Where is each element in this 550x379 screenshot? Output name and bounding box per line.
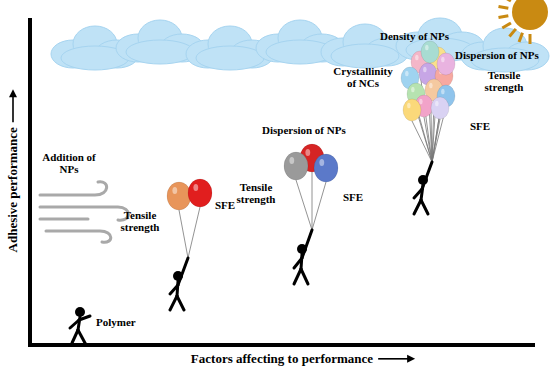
balloon-string	[179, 210, 188, 258]
balloon	[188, 179, 212, 207]
axis-title-arrow	[378, 358, 409, 360]
figure-limb	[79, 316, 90, 320]
balloon	[167, 182, 191, 210]
factor-label: SFE	[470, 121, 490, 133]
figure-limb	[414, 200, 421, 214]
factor-label: SFE	[215, 200, 235, 212]
figure-limb	[302, 230, 312, 258]
figure-head	[75, 307, 85, 317]
balloon-shine	[172, 187, 177, 194]
wind-line	[40, 218, 88, 221]
balloon	[437, 53, 455, 75]
cloud	[196, 46, 264, 70]
balloon-shine	[289, 157, 294, 164]
balloon-bunch	[284, 144, 338, 230]
factor-label: Dispersion of NPs	[262, 125, 346, 137]
figure-limb	[294, 269, 301, 284]
balloon-bunch	[167, 179, 212, 258]
figure-limb	[294, 258, 302, 268]
factor-label: Crystallinity of NCs	[328, 66, 398, 89]
axis-title-arrowhead	[9, 89, 17, 97]
sun-ray	[509, 29, 515, 37]
stick-figure	[414, 162, 432, 214]
sun-disc	[512, 0, 548, 30]
figure-limb	[70, 320, 79, 328]
balloon-shine	[425, 45, 429, 51]
balloon-shine	[405, 71, 409, 77]
figure-limb	[170, 285, 178, 294]
balloon-string	[424, 117, 432, 162]
figure-limb	[301, 269, 308, 284]
factor-label: Tensile strength	[230, 182, 282, 205]
balloon-shine	[415, 55, 419, 61]
balloon-shine	[435, 101, 439, 107]
sun-ray	[502, 0, 511, 1]
factor-label: SFE	[343, 192, 363, 204]
balloon-string	[296, 180, 312, 230]
sun-ray	[498, 6, 508, 8]
factor-label: Dispersion of NPs	[455, 50, 539, 62]
figure-limb	[178, 258, 188, 285]
stick-figure	[294, 230, 312, 284]
balloon-shine	[407, 103, 411, 109]
cloud	[331, 44, 399, 68]
figure-limb	[414, 189, 422, 198]
figure-limb	[177, 296, 184, 310]
axis-title: Adhesive performance	[6, 127, 20, 252]
factor-label: Tensile strength	[478, 70, 530, 93]
sun-ray	[529, 34, 532, 44]
axis-title-arrow	[12, 95, 14, 122]
balloon	[431, 97, 449, 119]
factor-label: Tensile strength	[114, 210, 166, 233]
factor-label: Polymer	[96, 317, 136, 329]
figure-limb	[421, 200, 428, 214]
axis-title: Factors affecting to performance	[191, 352, 373, 366]
sun-ray	[519, 33, 522, 42]
stick-figure	[70, 307, 90, 343]
axis-title-arrowhead	[407, 355, 415, 363]
balloon-shine	[305, 149, 310, 156]
balloon	[403, 99, 421, 121]
balloon-shine	[441, 57, 445, 63]
sun	[498, 0, 548, 44]
wind-line	[46, 231, 111, 242]
balloon-shine	[441, 89, 445, 95]
y-axis	[28, 18, 32, 347]
balloon-shine	[429, 83, 433, 89]
cloud	[126, 40, 194, 64]
wind-line	[40, 207, 129, 220]
factor-label: Density of NPs	[380, 31, 449, 43]
wind-line	[40, 182, 107, 195]
clouds	[51, 18, 549, 72]
figure-limb	[170, 296, 177, 310]
figure-limb	[78, 330, 85, 343]
balloon	[421, 41, 439, 63]
figure-limb	[422, 162, 432, 189]
balloon-shine	[193, 184, 198, 191]
balloon-shine	[423, 67, 427, 73]
balloon-shine	[411, 87, 415, 93]
sun-ray	[502, 23, 511, 28]
balloon-string	[312, 182, 326, 230]
sun-ray	[498, 16, 508, 18]
figure-limb	[72, 330, 78, 343]
balloon-bunch	[401, 41, 455, 162]
factor-label: Addition of NPs	[36, 152, 102, 175]
balloon	[284, 152, 308, 180]
stick-figure	[170, 258, 188, 310]
balloon-string	[312, 172, 313, 230]
balloon-string	[412, 121, 432, 162]
balloon-string	[188, 207, 200, 258]
x-axis	[28, 343, 535, 347]
balloon-shine	[319, 159, 324, 166]
balloon	[314, 154, 338, 182]
wind	[40, 182, 129, 242]
